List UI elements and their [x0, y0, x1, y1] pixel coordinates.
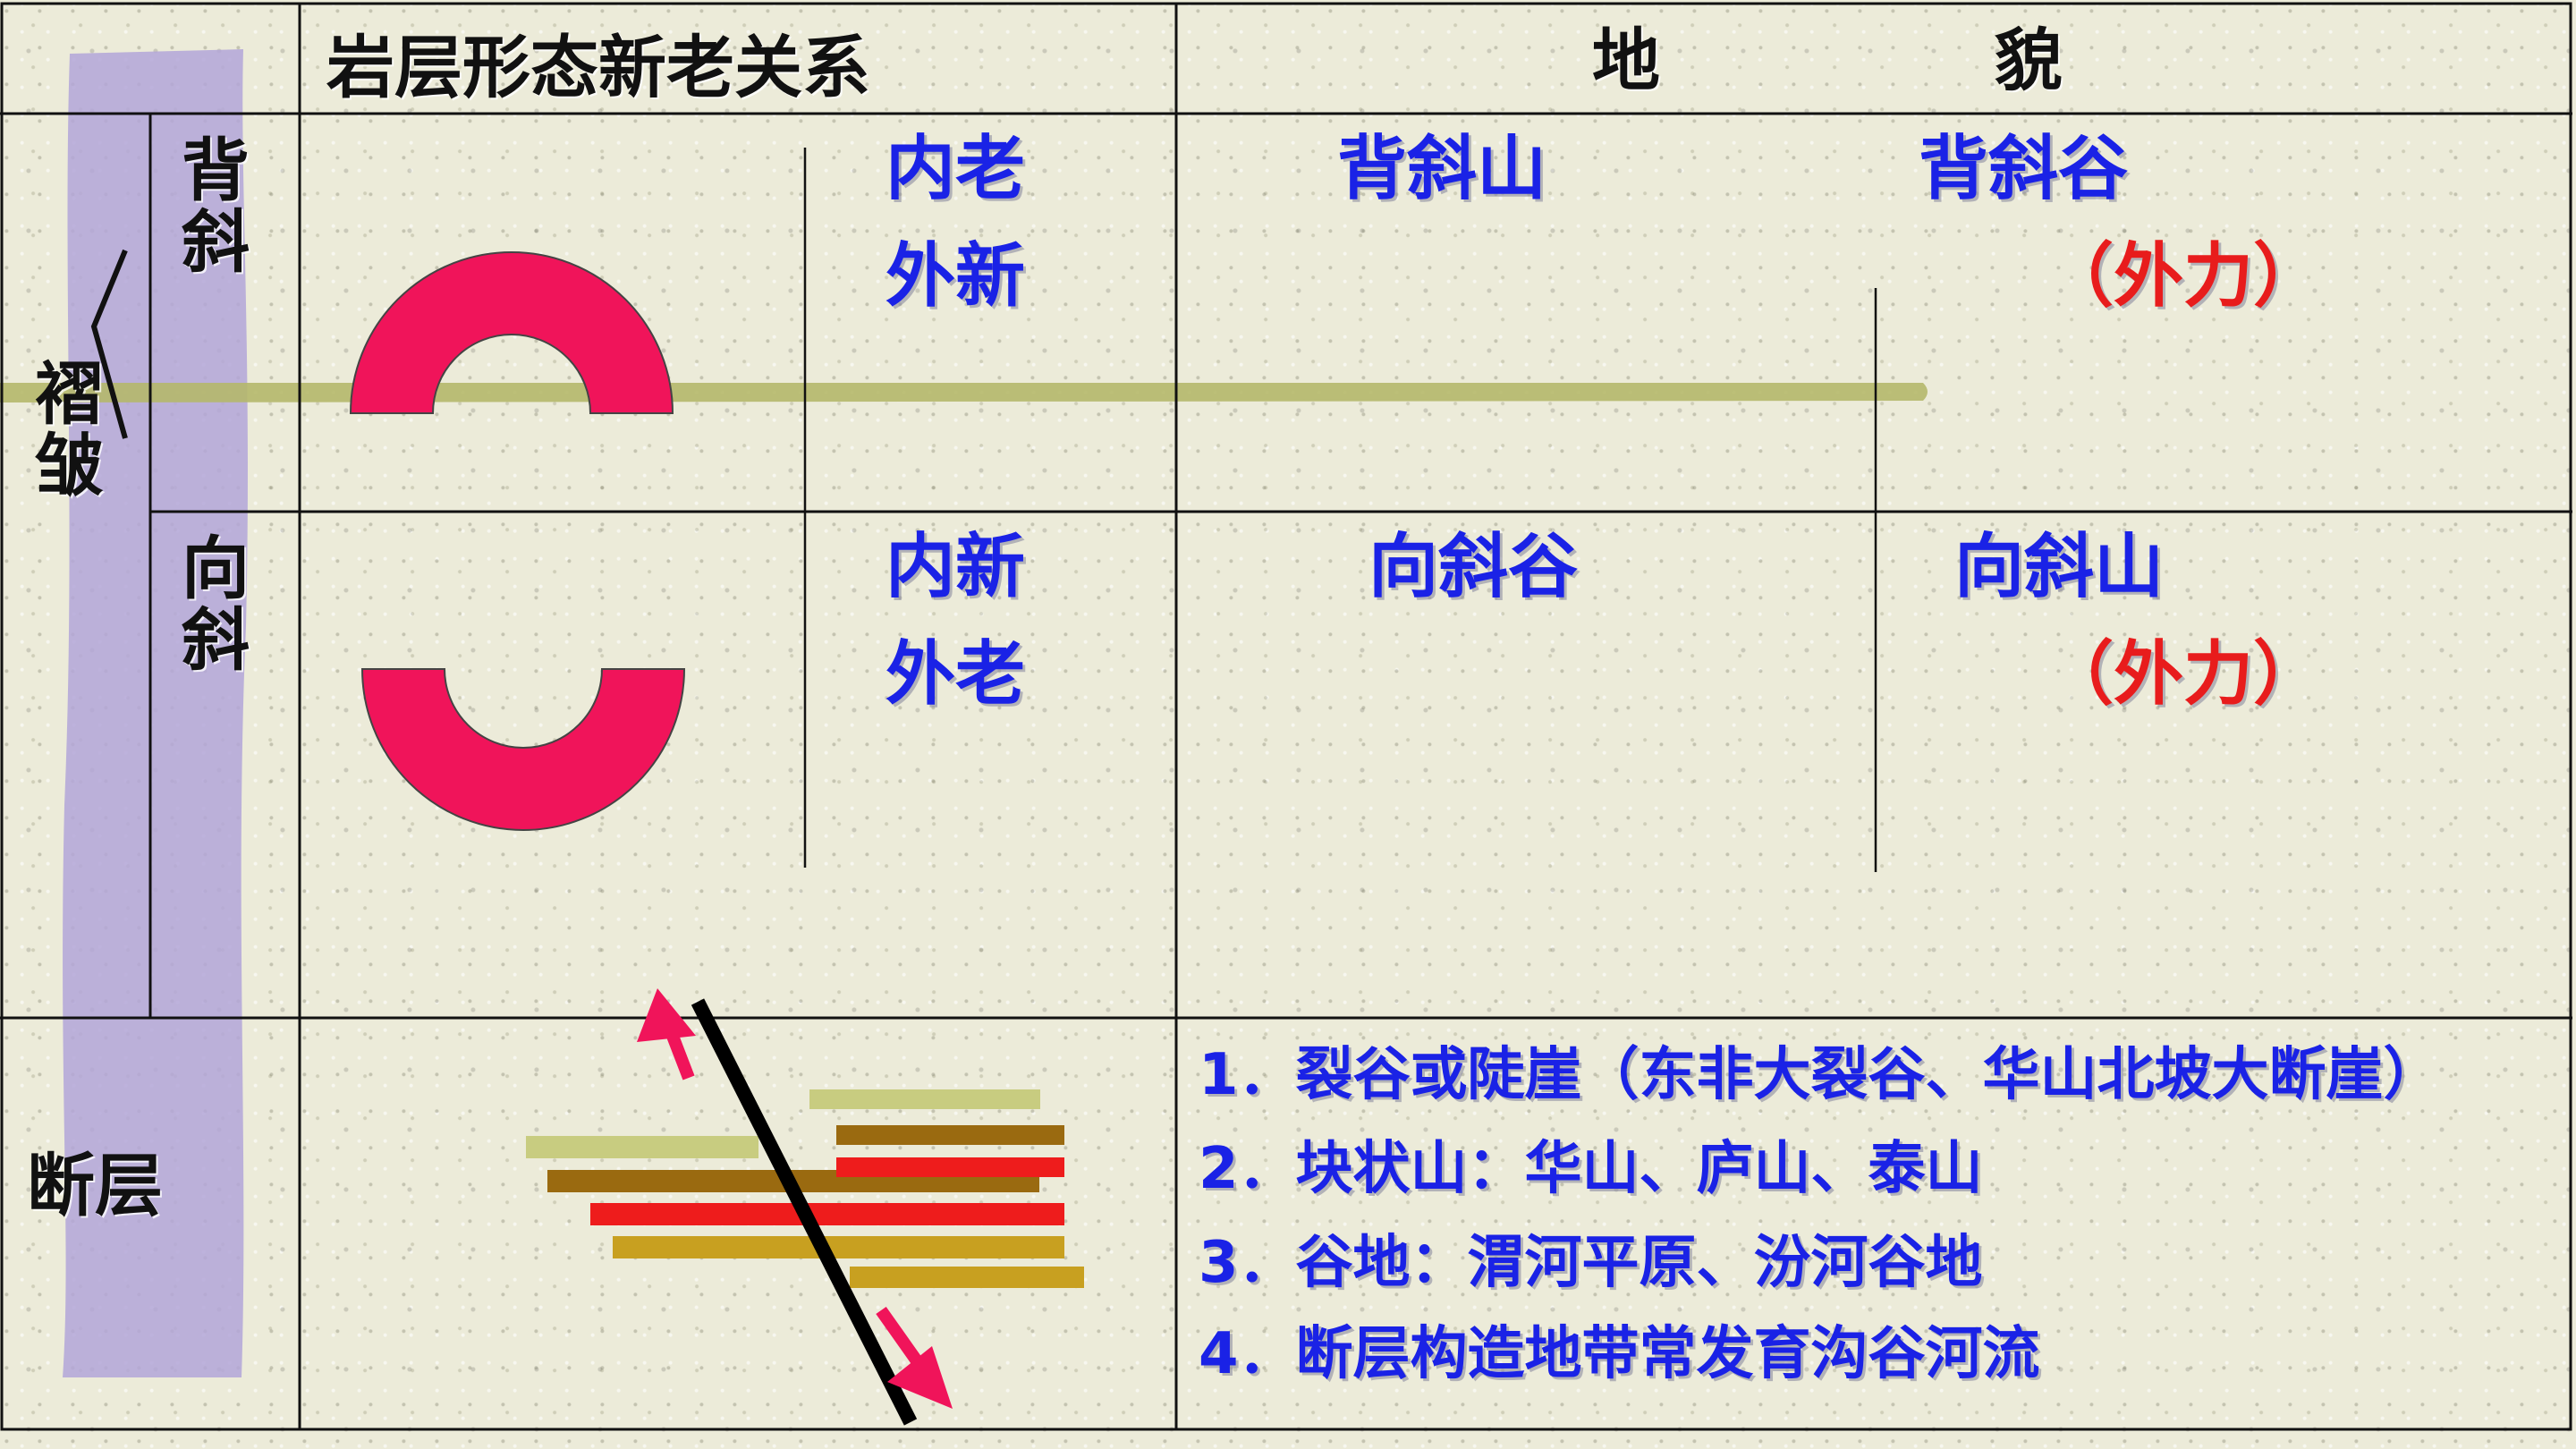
syncline-valley: 向斜谷 — [1368, 527, 1579, 607]
header-rock-age: 岩层形态新老关系 — [326, 28, 870, 107]
inner-dividers — [803, 148, 1877, 872]
fault-item-3: 3．谷地：渭河平原、汾河谷地 — [1199, 1230, 1983, 1296]
header-landform-1: 地 — [1592, 21, 1660, 100]
anticline-valley: 背斜谷 — [1919, 129, 2129, 209]
fault-item-1: 1．裂谷或陡崖（东非大裂谷、华山北坡大断崖） — [1199, 1042, 2441, 1108]
fault-strata — [526, 1089, 1084, 1288]
fault-label: 断层 — [27, 1146, 163, 1225]
anticline-force: （外力） — [2044, 236, 2324, 317]
fold-brace — [90, 249, 128, 439]
syncline-age-outer: 外老 — [886, 634, 1026, 715]
syncline-arch-shape — [360, 668, 686, 831]
anticline-label: 背斜 — [170, 134, 250, 277]
syncline-force: （外力） — [2044, 634, 2324, 715]
syncline-label: 向斜 — [170, 532, 250, 675]
anticline-age-outer: 外新 — [886, 236, 1026, 317]
syncline-mountain: 向斜山 — [1954, 527, 2165, 607]
anticline-mountain: 背斜山 — [1337, 129, 1547, 209]
fault-arrow-down — [876, 1306, 953, 1409]
anticline-age-inner: 内老 — [886, 129, 1026, 209]
olive-line — [0, 383, 1928, 402]
header-landform-2: 貌 — [1995, 21, 2063, 100]
fault-item-4: 4．断层构造地带常发育沟谷河流 — [1199, 1321, 2040, 1387]
fault-line — [691, 998, 918, 1426]
fault-arrow-up — [637, 988, 696, 1080]
anticline-arch-shape — [349, 251, 674, 414]
fault-item-2: 2．块状山：华山、庐山、泰山 — [1199, 1136, 1983, 1202]
fold-label: 褶皱 — [23, 358, 103, 501]
syncline-age-inner: 内新 — [886, 527, 1026, 607]
